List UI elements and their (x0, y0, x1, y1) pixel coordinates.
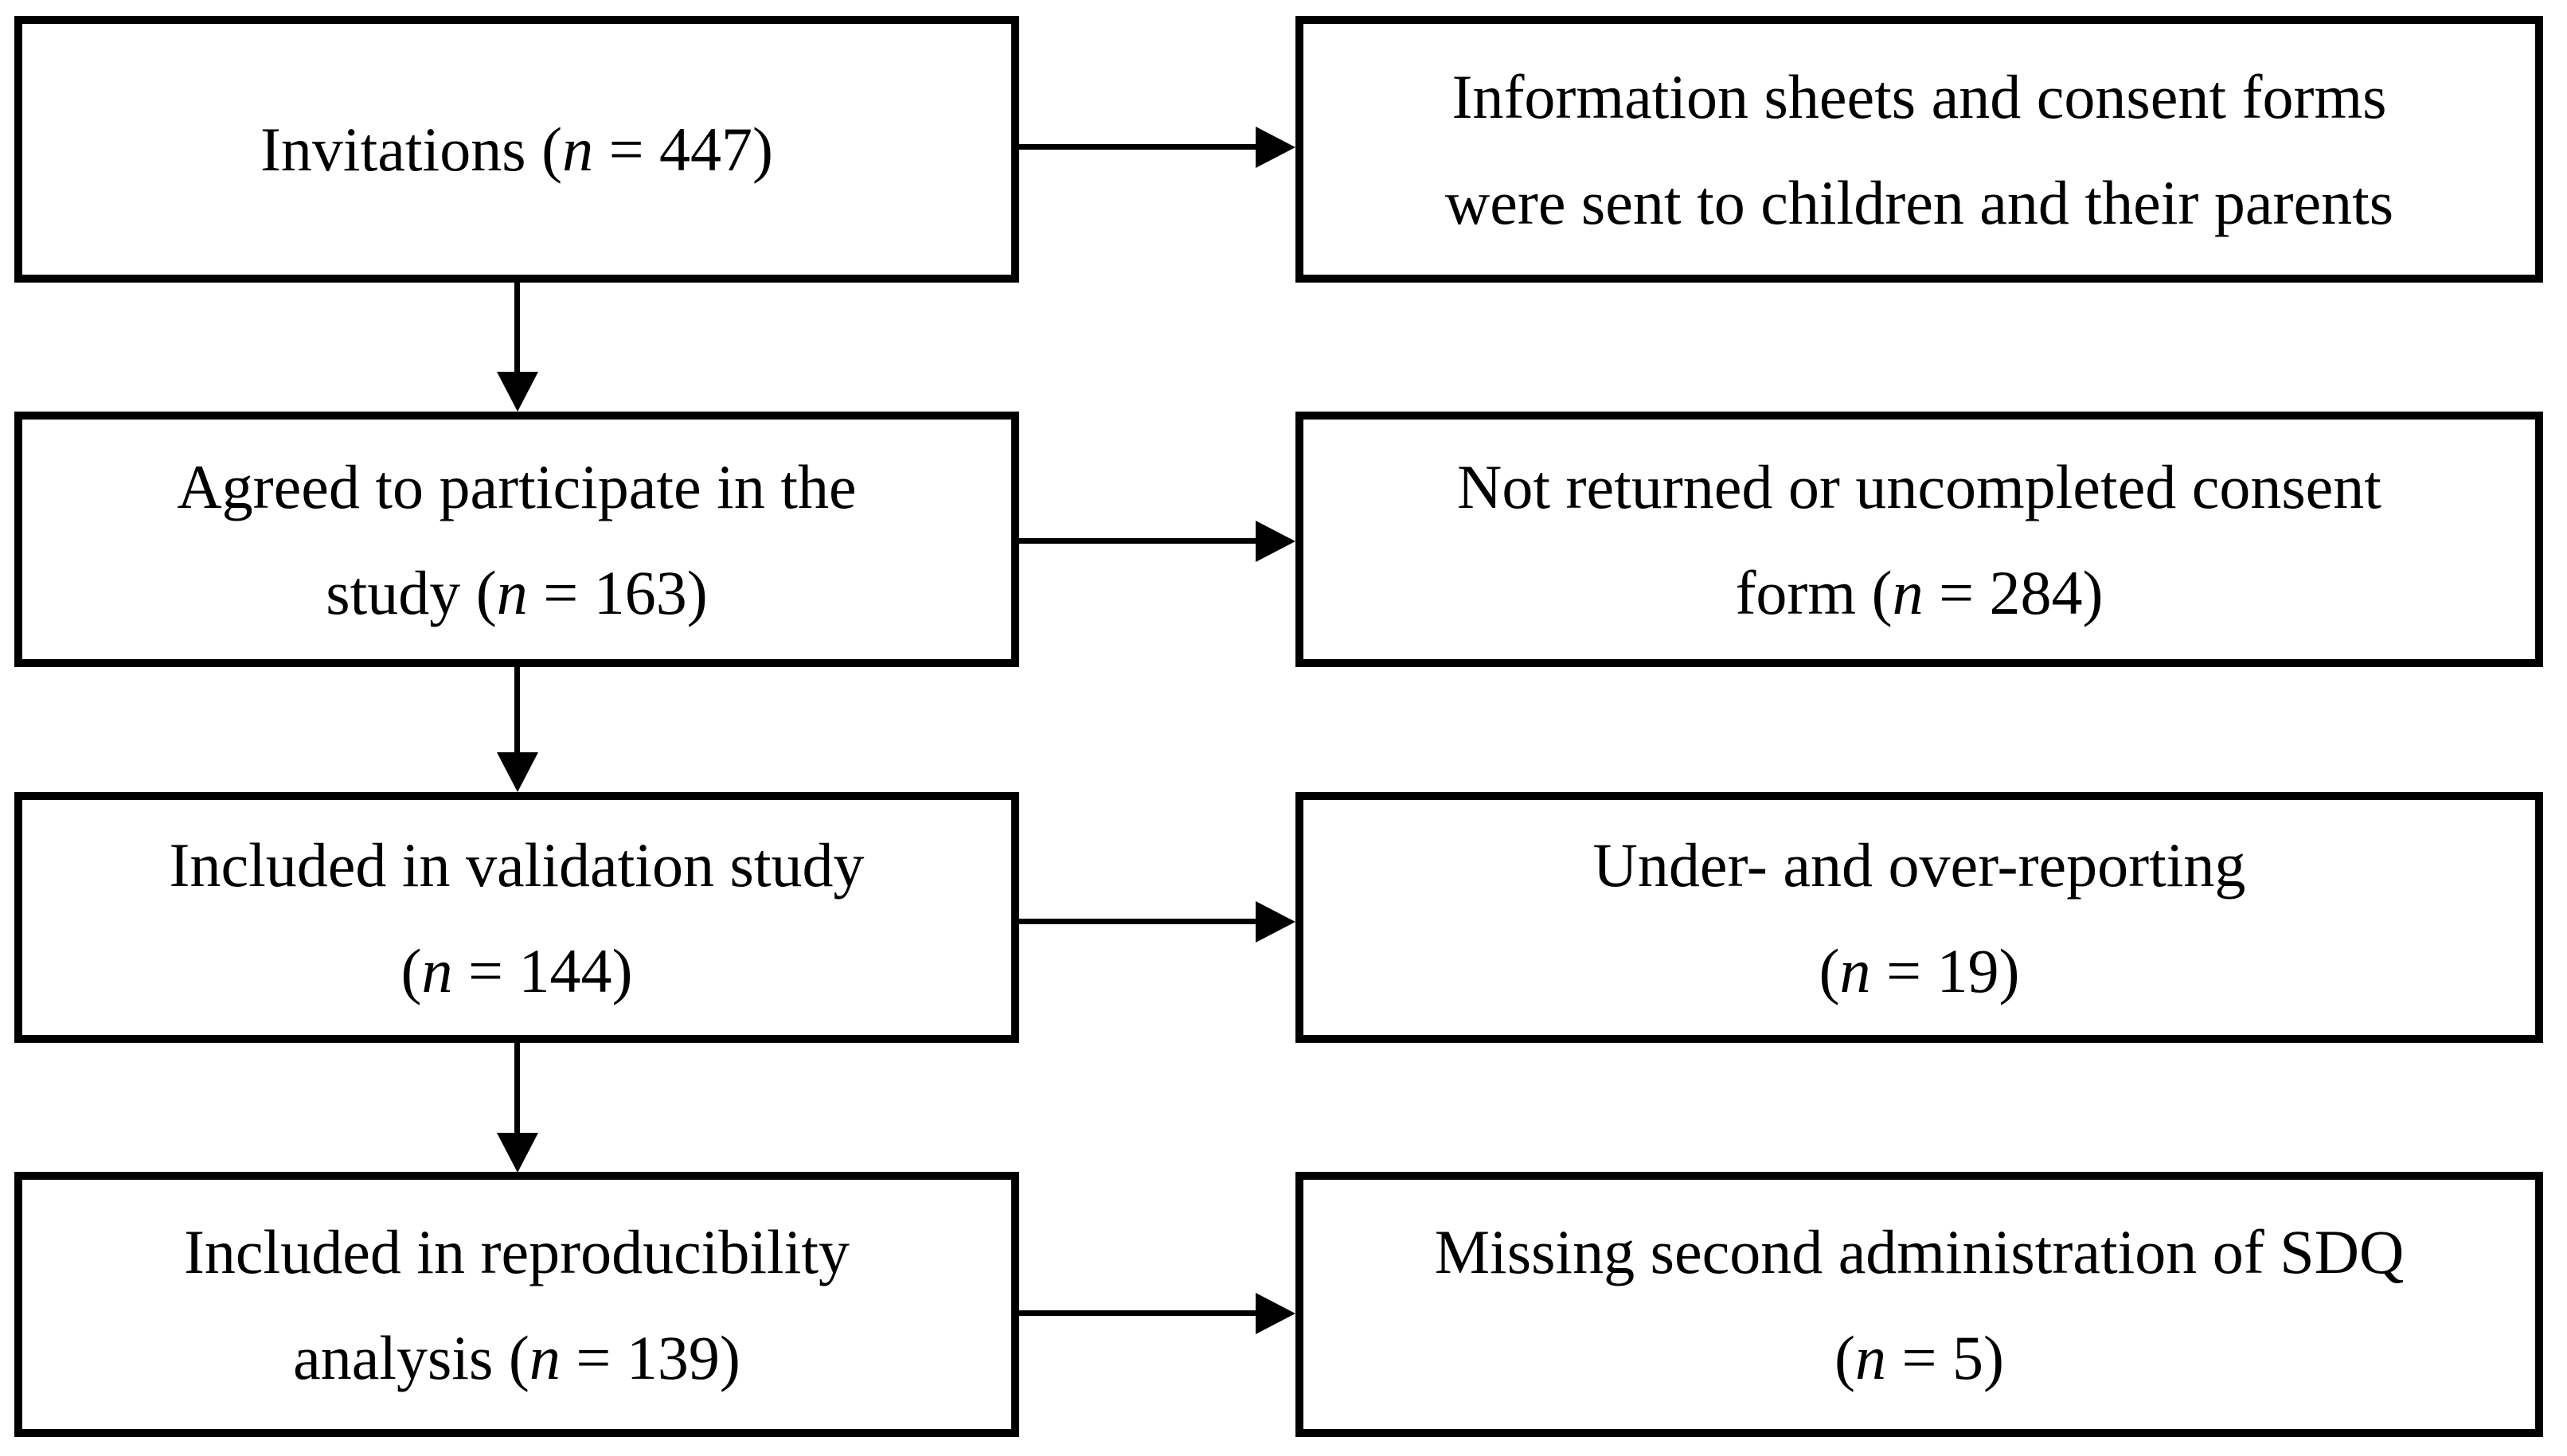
italic-n-text: n (562, 115, 594, 184)
box-text-line: form (n = 284) (1735, 540, 2103, 646)
text-segment: Included in validation study (169, 829, 865, 900)
box-text-line: Information sheets and consent forms (1452, 44, 2386, 150)
box-text-line: Invitations (n = 447) (260, 96, 773, 202)
arrow-invitations-to-information-sheets-line (1019, 144, 1256, 150)
italic-n-text: n (529, 1322, 561, 1392)
box-text-line: Missing second administration of SDQ (1435, 1199, 2405, 1305)
arrowhead-right-icon (1256, 1293, 1295, 1334)
box-text-line: Agreed to participate in the (177, 434, 856, 540)
text-segment: = 139) (560, 1322, 740, 1392)
arrowhead-right-icon (1256, 127, 1295, 168)
box-text-line: Included in validation study (169, 812, 864, 918)
text-segment: study ( (326, 557, 497, 627)
text-segment: = 163) (527, 557, 708, 627)
flow-box-information-sheets: Information sheets and consent forms were… (1295, 16, 2543, 283)
flow-box-under-over-reporting: Under- and over-reporting (n = 19) (1295, 792, 2543, 1043)
text-segment: Invitations ( (260, 115, 563, 184)
box-text-line: were sent to children and their parents (1445, 150, 2393, 256)
arrow-agreed-to-not-returned-line (1019, 538, 1256, 544)
arrow-validation-to-reproducibility-line (514, 1043, 520, 1134)
italic-n-text: n (1892, 557, 1924, 627)
flow-box-not-returned-consent: Not returned or uncompleted consent form … (1295, 412, 2543, 667)
text-segment: were sent to children and their parents (1444, 167, 2394, 237)
italic-n-text: n (496, 557, 528, 627)
box-text-line: Included in reproducibility (184, 1199, 850, 1305)
box-text-line: (n = 5) (1834, 1305, 2004, 1411)
text-segment: form ( (1735, 557, 1893, 627)
italic-n-text: n (1839, 935, 1871, 1005)
text-segment: = 284) (1923, 557, 2104, 627)
text-segment: analysis ( (293, 1322, 529, 1392)
text-segment: Agreed to participate in the (177, 451, 857, 521)
arrow-agreed-to-validation-line (514, 667, 520, 755)
text-segment: Information sheets and consent forms (1452, 61, 2387, 131)
arrow-validation-to-under-over-line (1019, 919, 1256, 924)
arrowhead-right-icon (1256, 901, 1295, 943)
text-segment: ( (1819, 935, 1840, 1005)
box-text-line: analysis (n = 139) (293, 1305, 740, 1411)
italic-n-text: n (421, 935, 453, 1005)
box-text-line: Under- and over-reporting (1593, 812, 2246, 918)
flow-box-validation-study: Included in validation study (n = 144) (14, 792, 1019, 1043)
box-text-line: (n = 144) (401, 918, 633, 1024)
text-segment: = 144) (452, 935, 633, 1005)
text-segment: = 19) (1870, 935, 2020, 1005)
text-segment: Not returned or uncompleted consent (1457, 451, 2381, 521)
arrowhead-down-icon (497, 1133, 538, 1173)
text-segment: Included in reproducibility (183, 1216, 850, 1286)
flow-box-invitations: Invitations (n = 447) (14, 16, 1019, 283)
text-segment: Missing second administration of SDQ (1434, 1216, 2405, 1286)
text-segment: ( (1834, 1322, 1855, 1392)
box-text-line: (n = 19) (1819, 918, 2020, 1024)
arrow-reproducibility-to-missing-sdq-line (1019, 1310, 1256, 1316)
text-segment: = 447) (593, 115, 774, 184)
flow-box-missing-second-sdq: Missing second administration of SDQ (n =… (1295, 1172, 2543, 1437)
text-segment: Under- and over-reporting (1592, 829, 2246, 900)
box-text-line: Not returned or uncompleted consent (1457, 434, 2381, 540)
arrowhead-down-icon (497, 372, 538, 412)
arrowhead-right-icon (1256, 521, 1295, 562)
box-text-line: study (n = 163) (326, 540, 707, 646)
flow-box-agreed-to-participate: Agreed to participate in the study (n = 1… (14, 412, 1019, 667)
arrow-invitations-to-agreed-line (514, 281, 520, 373)
flow-box-reproducibility-analysis: Included in reproducibility analysis (n =… (14, 1172, 1019, 1437)
text-segment: = 5) (1886, 1322, 2004, 1392)
text-segment: ( (400, 935, 422, 1005)
italic-n-text: n (1855, 1322, 1886, 1392)
arrowhead-down-icon (497, 752, 538, 792)
